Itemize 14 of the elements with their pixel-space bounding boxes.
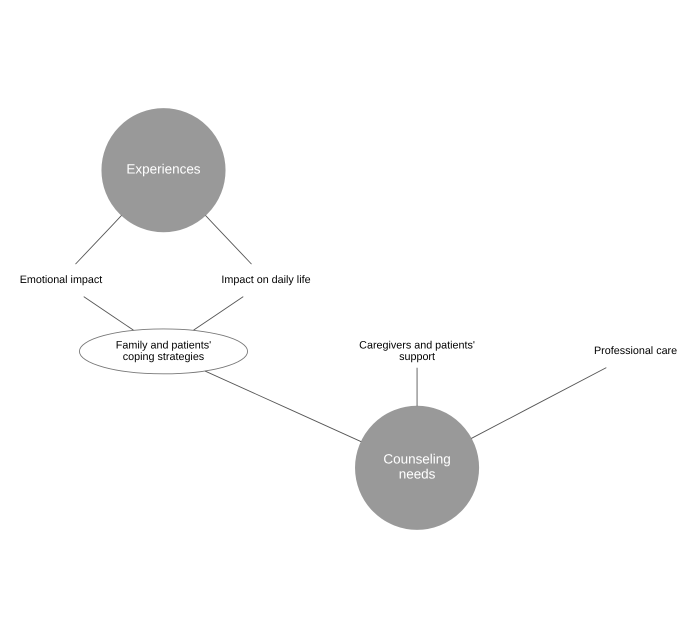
node-ellipse: Family and patients' coping strategies xyxy=(78,328,248,374)
connector xyxy=(204,370,362,442)
connector xyxy=(205,215,252,265)
node-circle: Experiences xyxy=(101,108,226,232)
node-circle: Counseling needs xyxy=(355,406,480,530)
connector xyxy=(470,367,607,439)
node-text: Impact on daily life xyxy=(221,274,311,286)
node-text: Caregivers and patients' support xyxy=(359,339,475,363)
node-text: Emotional impact xyxy=(20,274,102,286)
node-text: Professional care xyxy=(594,345,678,358)
connector xyxy=(75,215,122,265)
connector xyxy=(416,367,418,407)
connector xyxy=(83,296,134,331)
connector xyxy=(193,296,244,331)
